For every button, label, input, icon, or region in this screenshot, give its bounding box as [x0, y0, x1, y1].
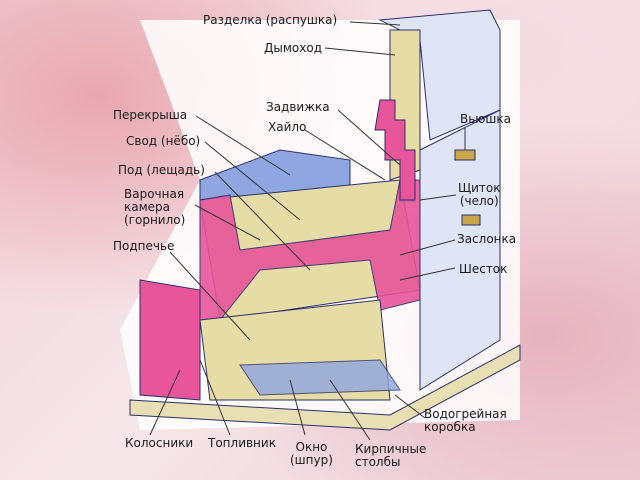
label-line: (шпур) [290, 453, 333, 467]
brick-front [139, 279, 201, 401]
shchitok-icon [461, 214, 481, 226]
label-khaylo: Хайло [268, 120, 307, 134]
label-svod: Свод (нёбо) [126, 134, 201, 148]
label-varochnaya-kamera: Варочная камера (горнило) [124, 188, 185, 227]
leader-lines [149, 21, 466, 441]
label-line: камера [124, 200, 171, 214]
label-razdelka: Разделка (распушка) [203, 13, 338, 27]
stove-body-side [419, 109, 501, 391]
label-shchitok: Щиток (чело) [458, 182, 501, 208]
label-pod: Под (лещадь) [118, 163, 205, 177]
label-line: столбы [355, 455, 401, 469]
grate [239, 359, 401, 396]
label-zadvizhka: Задвижка [266, 100, 330, 114]
label-zaslonka: Заслонка [457, 232, 517, 246]
label-line: Варочная [124, 187, 185, 201]
label-vyushka: Вьюшка [460, 112, 511, 126]
label-kirpichnye-stolby: Кирпичные столбы [355, 443, 426, 469]
label-line: коробка [424, 420, 476, 434]
label-vodogreynaya-korobka: Водогрейная коробка [424, 408, 507, 434]
label-kolosniki: Колосники [125, 436, 194, 450]
label-toplivnik: Топливник [208, 436, 276, 450]
label-perekrysha: Перекрыша [113, 108, 188, 122]
label-dymokhod: Дымоход [264, 41, 322, 55]
label-line: Щиток [458, 181, 501, 195]
label-line: (чело) [459, 194, 499, 208]
label-line: Кирпичные [355, 442, 427, 456]
label-line: Окно [295, 440, 328, 454]
label-line: (горнило) [124, 213, 186, 227]
label-okno: Окно (шпур) [290, 441, 333, 467]
label-podpeche: Подпечье [113, 239, 175, 253]
label-line: Водогрейная [424, 407, 507, 421]
vyushka-icon [454, 149, 476, 161]
brick-stair [374, 99, 416, 201]
base-foundation [129, 344, 521, 431]
label-shestok: Шесток [459, 262, 508, 276]
